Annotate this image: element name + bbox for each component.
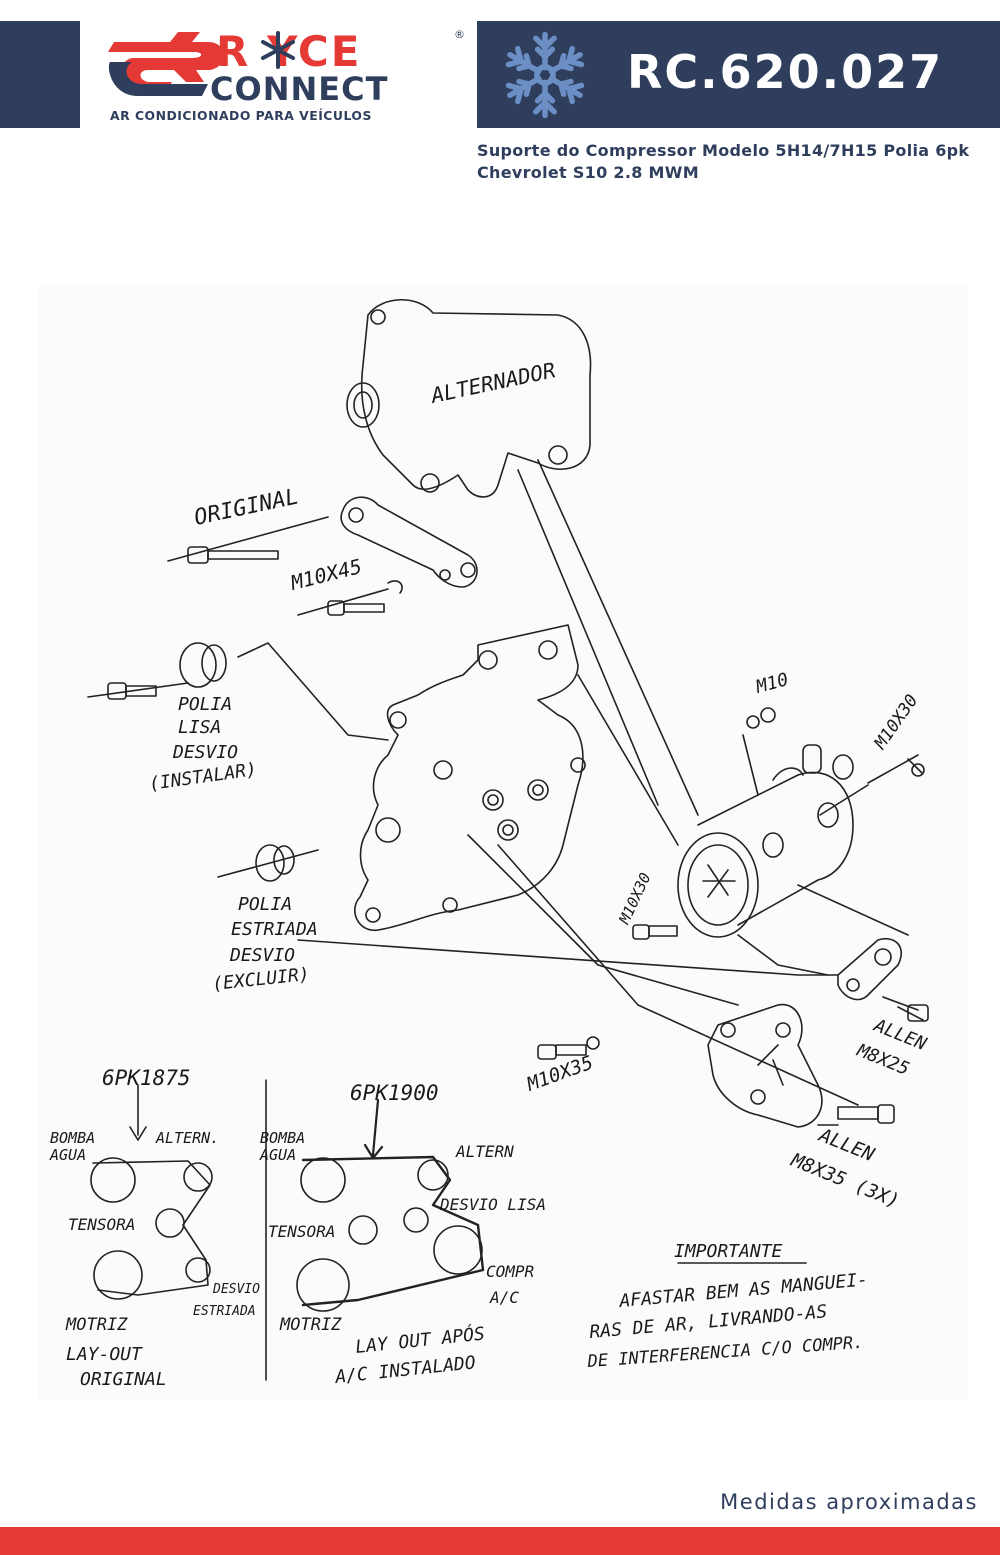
footer-red-bar [0, 1527, 1000, 1555]
product-description: Suporte do Compressor Modelo 5H14/7H15 P… [477, 141, 970, 182]
label-lo-tensora: TENSORA [68, 1215, 135, 1234]
label-la-compr: COMPR [486, 1262, 534, 1281]
compressor-drawing [677, 744, 854, 938]
approximate-measures-note: Medidas aproximadas [720, 1490, 978, 1514]
notice-title: IMPORTANTE [674, 1241, 783, 1262]
label-polia-lisa-2: LISA [178, 717, 221, 738]
label-lo-desvio: DESVIO [212, 1282, 260, 1297]
layout-original-diagram [90, 1084, 213, 1300]
link-bracket-drawing [340, 496, 478, 588]
royce-connect-logo: R YCE ® CONNECT AR CONDICIONADO PARA VEÍ… [108, 22, 465, 126]
product-code-panel: RC.620.027 [477, 21, 1000, 128]
label-la-agua: AGUA [259, 1146, 296, 1164]
label-polia-lisa-4: (INSTALAR) [148, 759, 258, 795]
brand-bottom-text: CONNECT [210, 70, 388, 108]
label-lo-altern: ALTERN. [155, 1129, 219, 1147]
brand-top-text: R YCE [216, 27, 361, 76]
label-polia-estriada-2: ESTRIADA [231, 919, 318, 940]
notice-line-1: AFASTAR BEM AS MANGUEI- [618, 1269, 869, 1312]
header-left-bar [0, 21, 80, 128]
label-alternador: ALTERNADOR [427, 358, 558, 408]
technical-drawing: ALTERNADOR ORIGINAL M10X45 POLIA LISA DE… [38, 285, 968, 1400]
label-lo-caption-2: ORIGINAL [80, 1369, 167, 1390]
label-m10x45: M10X45 [287, 554, 364, 595]
label-belt-original: 6PK1875 [102, 1066, 191, 1090]
leader-lines [87, 459, 909, 1126]
label-polia-estriada-4: (EXCLUIR) [211, 964, 310, 995]
label-m10: M10 [753, 669, 791, 698]
label-la-desvio-lisa: DESVIO LISA [439, 1195, 546, 1214]
label-la-ac: A/C [489, 1288, 519, 1307]
brand-swoosh-icon [108, 32, 225, 96]
label-original: ORIGINAL [192, 484, 301, 530]
label-polia-estriada-1: POLIA [238, 894, 292, 915]
label-m10x35: M10X35 [523, 1052, 596, 1096]
label-la-bomba: BOMBA [260, 1129, 305, 1147]
label-lo-bomba: BOMBA [50, 1129, 95, 1147]
label-m10x30-mid: M10X30 [615, 870, 655, 928]
label-lo-motriz: MOTRIZ [65, 1315, 128, 1335]
compressor-bracket-drawing [354, 624, 586, 931]
label-la-caption-2: A/C INSTALADO [333, 1352, 476, 1388]
label-la-tensora: TENSORA [268, 1222, 335, 1241]
layout-ac-diagram [296, 1098, 485, 1312]
snowflake-icon [499, 31, 591, 121]
label-m10x30-top: M10X30 [870, 691, 922, 754]
label-polia-estriada-3: DESVIO [229, 945, 295, 966]
brand-tagline: AR CONDICIONADO PARA VEÍCULOS [110, 108, 372, 123]
label-polia-lisa-1: POLIA [178, 694, 232, 715]
brand-snowflake-icon [261, 31, 295, 69]
alternator-drawing [346, 298, 592, 498]
label-belt-ac: 6PK1900 [350, 1081, 439, 1105]
bolts-drawing [107, 546, 929, 1124]
label-la-altern: ALTERN [455, 1142, 514, 1161]
label-polia-lisa-3: DESVIO [172, 742, 238, 763]
label-lo-caption-1: LAY-OUT [66, 1344, 143, 1365]
registered-mark: ® [454, 28, 464, 41]
label-la-motriz: MOTRIZ [279, 1315, 342, 1335]
label-allen-m8x35-2: M8X35 (3X) [787, 1149, 902, 1213]
product-code: RC.620.027 [627, 45, 944, 99]
label-lo-estriada: ESTRIADA [193, 1304, 256, 1319]
label-lo-agua: AGUA [49, 1146, 86, 1164]
